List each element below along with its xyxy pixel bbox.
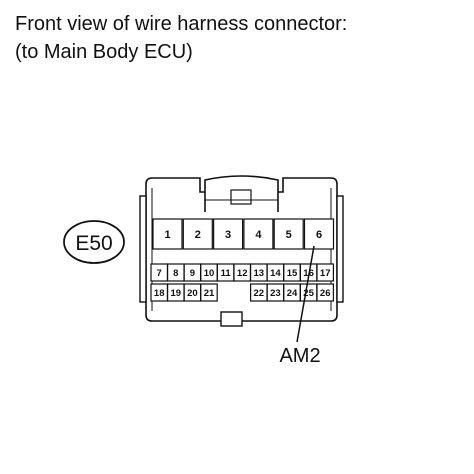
diagram-title-line2: (to Main Body ECU) [15, 41, 193, 63]
pin-cavity-17 [316, 263, 334, 282]
pin-label-13: 13 [254, 268, 265, 279]
pin-label-10: 10 [204, 268, 215, 279]
connector-id-label: E50 [75, 232, 112, 255]
pin-cavities: 1234567891011121314151617181920212223242… [150, 218, 335, 302]
pin-label-22: 22 [254, 288, 265, 299]
pin-cavity-3 [213, 218, 244, 250]
pin-label-2: 2 [195, 229, 201, 241]
pin-label-7: 7 [157, 268, 162, 279]
diagram-title-line1: Front view of wire harness connector: [15, 13, 348, 35]
connector-side-rib-left [139, 195, 147, 303]
pin-label-8: 8 [173, 268, 178, 279]
pin-label-18: 18 [154, 288, 165, 299]
pin-label-15: 15 [287, 268, 298, 279]
pin-label-20: 20 [187, 288, 198, 299]
pin-label-6: 6 [316, 229, 322, 241]
pin-label-25: 25 [303, 288, 314, 299]
pin-label-17: 17 [320, 268, 331, 279]
pin-label-4: 4 [255, 229, 262, 241]
pin-label-1: 1 [164, 229, 170, 241]
pin-cavity-26 [316, 283, 334, 302]
connector-side-rib-right [336, 195, 344, 303]
pin-label-26: 26 [320, 288, 331, 299]
pin-cavity-4 [243, 218, 274, 250]
pin-label-3: 3 [225, 229, 231, 241]
callout-leader-line [296, 245, 315, 343]
pin-cavity-21 [200, 283, 218, 302]
connector-id-badge [63, 220, 125, 264]
pin-label-11: 11 [221, 268, 232, 279]
pin-cavity-1 [152, 218, 183, 250]
pin-cavity-2 [182, 218, 213, 250]
callout-label: AM2 [279, 345, 320, 367]
pin-cavity-6 [303, 218, 335, 250]
pin-label-5: 5 [286, 229, 292, 241]
pin-label-23: 23 [270, 288, 281, 299]
pin-label-9: 9 [190, 268, 195, 279]
pin-label-14: 14 [270, 268, 281, 279]
pin-label-24: 24 [287, 288, 298, 299]
connector-lock-slot [230, 189, 252, 205]
pin-label-12: 12 [237, 268, 248, 279]
pin-cavity-5 [273, 218, 304, 250]
pin-label-21: 21 [204, 288, 215, 299]
pin-label-19: 19 [171, 288, 182, 299]
connector-bottom-key [220, 311, 243, 327]
